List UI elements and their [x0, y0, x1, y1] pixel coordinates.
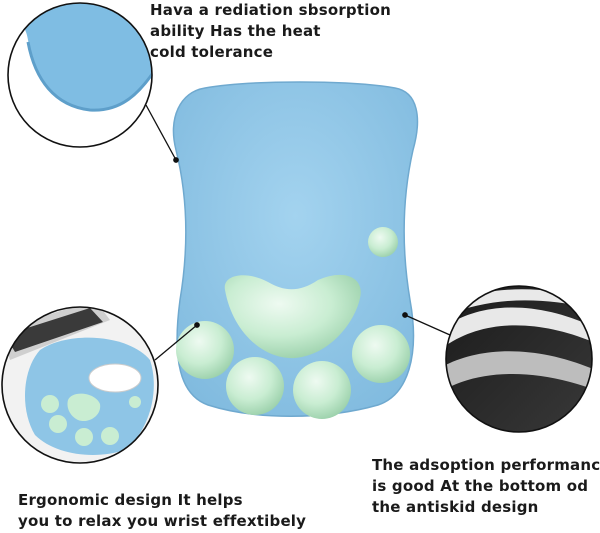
paw-small-dot — [368, 227, 398, 257]
caption-line: Hava a rediation sbsorption — [150, 1, 391, 19]
detail-circle-usage — [1, 306, 159, 464]
caption-line: The adsoption performance — [372, 456, 600, 474]
caption-line: the antiskid design — [372, 498, 539, 516]
caption-line: ability Has the heat — [150, 22, 321, 40]
detail-circle-edge — [7, 2, 153, 148]
caption-line: you to relax you wrist effextibely — [18, 512, 307, 530]
mouse-pad — [172, 81, 419, 417]
leader-lines — [145, 104, 451, 361]
paw-toe-2 — [226, 357, 284, 415]
paw-toe-1 — [176, 321, 234, 379]
caption-line: is good At the bottom od — [372, 477, 589, 495]
caption-line: cold tolerance — [150, 43, 274, 61]
caption-line: Ergonomic design It helps — [18, 491, 243, 509]
caption-ergonomic: Ergonomic design It helps you to relax y… — [18, 490, 306, 532]
paw-toe-3 — [293, 361, 351, 419]
paw-toe-4 — [352, 325, 410, 383]
caption-radiation-absorption: Hava a rediation sbsorption ability Has … — [150, 0, 391, 63]
paw-main-pad — [224, 274, 361, 359]
caption-antiskid: The adsoption performance is good At the… — [372, 455, 600, 518]
detail-circle-antiskid — [445, 285, 593, 433]
